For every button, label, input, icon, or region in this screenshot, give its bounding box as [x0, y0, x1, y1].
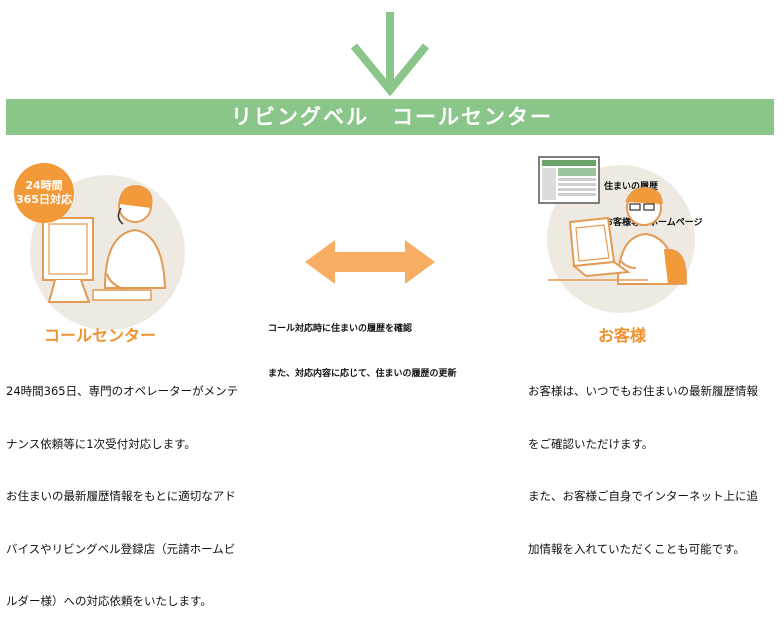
- homepage-thumbnail: [538, 156, 600, 204]
- badge-line-2: 365日対応: [16, 193, 72, 206]
- call-center-desc-line: お住まいの最新履歴情報をもとに適切なアド: [6, 489, 236, 503]
- call-center-desc-line: バイスやリビングベル登録店（元請ホームビ: [6, 541, 236, 556]
- down-arrow-icon: [350, 12, 430, 97]
- operator-illustration: [42, 185, 167, 303]
- customer-illustration: [548, 187, 687, 285]
- customer-desc-line: また、お客様ご自身でインターネット上に追: [528, 489, 758, 503]
- customer-desc-line: をご確認いただけます。: [528, 436, 654, 451]
- exchange-note: コール対応時に住まいの履歴を確認 また、対応内容に応じて、住まいの履歴の更新: [268, 292, 457, 397]
- double-arrow-icon: [305, 240, 435, 284]
- customer-desc-line: お客様は、いつでもお住まいの最新履歴情報: [528, 384, 758, 398]
- banner: [6, 99, 774, 135]
- exchange-note-line: また、対応内容に応じて、住まいの履歴の更新: [268, 369, 457, 379]
- customer-description: お客様は、いつでもお住まいの最新履歴情報 をご確認いただけます。 また、お客様ご…: [528, 348, 758, 576]
- call-center-desc-line: ルダー様）への対応依頼をいたします。: [6, 594, 212, 608]
- call-center-desc-line: 24時間365日、専門のオペレーターがメンテ: [6, 384, 239, 398]
- call-center-desc-line: ナンス依頼等に1次受付対応します。: [6, 436, 196, 451]
- banner-title: リビングベル コールセンター: [231, 105, 553, 129]
- call-center-title: コールセンター: [43, 326, 156, 345]
- homepage-label-line: 住まいの履歴: [604, 182, 659, 192]
- call-center-description: 24時間365日、専門のオペレーターがメンテ ナンス依頼等に1次受付対応します。…: [6, 348, 238, 628]
- exchange-note-line: コール対応時に住まいの履歴を確認: [268, 324, 413, 334]
- customer-desc-line: 加情報を入れていただくことも可能です。: [528, 541, 746, 556]
- 24h-365-days-badge: 24時間 365日対応: [14, 163, 74, 223]
- badge-line-1: 24時間: [25, 179, 63, 192]
- customer-title: お客様: [597, 326, 646, 345]
